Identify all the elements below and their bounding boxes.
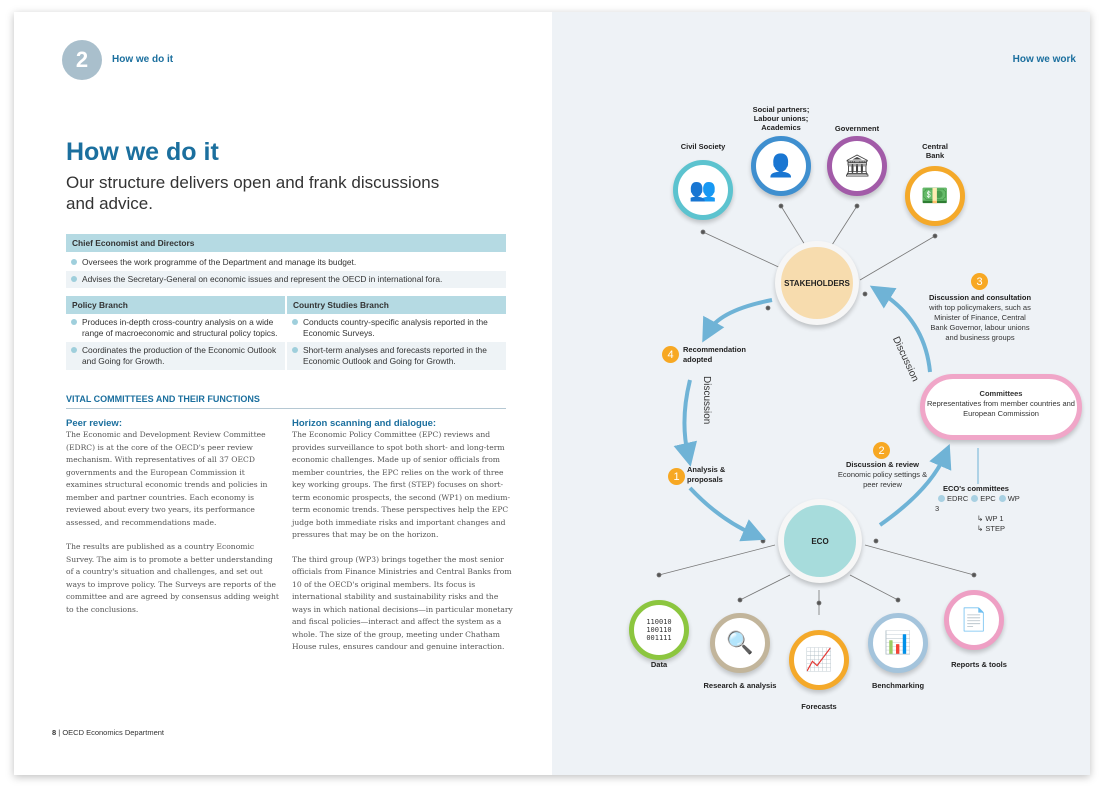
step-2-description: Economic policy settings & peer review (837, 470, 928, 489)
civil-society-node: 👥 (673, 160, 733, 220)
country-heading: Country Studies Branch (287, 296, 506, 314)
forecasts-node: 📈 (789, 630, 849, 690)
central-bank-label: Central Bank (922, 142, 948, 160)
eco-node: ECO (778, 499, 862, 583)
chief-item: Oversees the work programme of the Depar… (66, 254, 506, 271)
reports-label: Reports & tools (951, 660, 1007, 669)
left-page: 2 How we do it How we do it Our structur… (14, 12, 552, 775)
step-2-title: Discussion & review (846, 460, 919, 469)
running-header-left: How we do it (112, 54, 174, 65)
social-partners-node: 👤 (751, 136, 811, 196)
central-bank-node: 💵 (905, 166, 965, 226)
chart-icon: 📈 (805, 647, 833, 672)
committee-step: STEP (985, 524, 1005, 533)
group-icon: 👤 (767, 153, 795, 178)
committee-edrc: EDRC (947, 494, 969, 503)
policy-item: Produces in-depth cross-country analysis… (66, 314, 285, 342)
peer-review-text: The Economic and Development Review Comm… (66, 430, 268, 527)
committees-title: Committees (979, 389, 1023, 398)
step-4-text: Recommendation adopted (683, 345, 753, 365)
research-label: Research & analysis (703, 681, 777, 690)
committee-wp3: WP 3 (935, 494, 1020, 513)
step-4-title: Recommendation adopted (683, 345, 746, 364)
data-label: Data (650, 660, 668, 669)
policy-item: Coordinates the production of the Econom… (66, 342, 285, 370)
social-partners-label: Social partners; Labour unions; Academic… (752, 105, 810, 132)
documents-icon: 📄 (960, 607, 988, 632)
stakeholders-node: STAKEHOLDERS (775, 241, 859, 325)
country-item: Conducts country-specific analysis repor… (287, 314, 506, 342)
committee-wp1: WP 1 (985, 514, 1004, 523)
magnifier-icon: 🔍 (726, 630, 754, 655)
policy-heading: Policy Branch (66, 296, 285, 314)
benchmarking-label: Benchmarking (871, 681, 925, 690)
peer-review-heading: Peer review: (66, 418, 122, 429)
step-1-title: Analysis & proposals (687, 465, 726, 484)
step-3-badge: 3 (971, 273, 988, 290)
country-item: Short-term analyses and forecasts report… (287, 342, 506, 370)
page-subtitle: Our structure delivers open and frank di… (66, 173, 440, 213)
benchmarking-node: 📊 (868, 613, 928, 673)
committees-node: Committees Representatives from member c… (920, 374, 1082, 440)
chief-item: Advises the Secretary-General on economi… (66, 271, 506, 288)
peer-review-text: The results are published as a country E… (66, 542, 279, 614)
page-title: How we do it (66, 138, 219, 166)
section-number-badge: 2 (62, 40, 102, 80)
horizon-text: The Economic Policy Committee (EPC) revi… (292, 430, 511, 539)
civil-society-label: Civil Society (680, 142, 726, 151)
eco-committees-title: ECO's committees (943, 484, 1009, 493)
money-icon: 💵 (921, 183, 949, 208)
structure-table: Chief Economist and Directors Oversees t… (66, 234, 506, 370)
step-3-description: with top policymakers, such as Minister … (929, 303, 1031, 342)
footer-separator: | (58, 728, 61, 737)
page-number: 8 (52, 728, 57, 737)
forecasts-label: Forecasts (801, 702, 837, 711)
people-icon: 👥 (689, 177, 717, 202)
government-node: 🏛 (827, 136, 887, 196)
footer-name: OECD Economics Department (62, 728, 165, 737)
step-1-text: Analysis & proposals (687, 465, 727, 485)
research-node: 🔍 (710, 613, 770, 673)
step-2-badge: 2 (873, 442, 890, 459)
chief-heading: Chief Economist and Directors (66, 234, 506, 252)
vital-committees-heading: VITAL COMMITTEES AND THEIR FUNCTIONS (66, 394, 506, 409)
step-4-badge: 4 (662, 346, 679, 363)
building-icon: 🏛 (843, 153, 871, 178)
horizon-text: The third group (WP3) brings together th… (292, 554, 513, 652)
footer: 8 | OECD Economics Department (52, 728, 164, 737)
committees-text: Representatives from member countries an… (927, 399, 1075, 418)
reports-node: 📄 (944, 590, 1004, 650)
discussion-label-left: Discussion (701, 376, 712, 425)
report-icon: 📊 (884, 630, 912, 655)
step-3-title: Discussion and consultation (928, 293, 1032, 302)
committee-epc: EPC (980, 494, 996, 503)
government-label: Government (834, 124, 880, 133)
running-header-right: How we work (1012, 54, 1076, 65)
horizon-heading: Horizon scanning and dialogue: (292, 418, 437, 429)
step-1-badge: 1 (668, 468, 685, 485)
